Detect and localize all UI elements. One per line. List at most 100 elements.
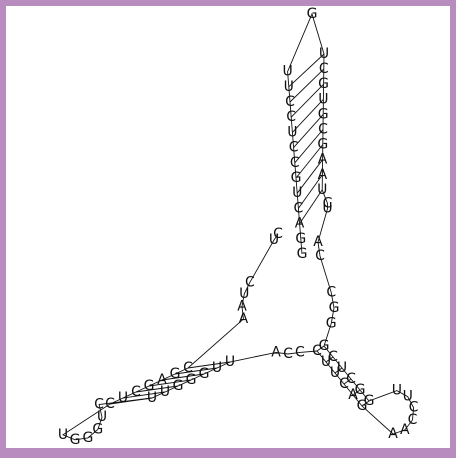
nucleotide: C bbox=[295, 344, 305, 360]
base-pair-bond bbox=[109, 397, 153, 405]
base-pair-bond bbox=[316, 345, 325, 352]
nucleotide: C bbox=[323, 195, 333, 211]
nucleotide: U bbox=[330, 365, 340, 381]
nucleotide: C bbox=[245, 274, 255, 290]
nucleotide: C bbox=[289, 140, 299, 156]
nucleotide: U bbox=[58, 427, 68, 443]
nucleotide: C bbox=[326, 284, 336, 300]
nucleotide: U bbox=[403, 389, 413, 405]
nucleotide: C bbox=[131, 384, 141, 400]
nucleotide: A bbox=[271, 344, 281, 360]
base-pair-bond bbox=[334, 367, 343, 374]
nucleotide: G bbox=[170, 366, 181, 382]
nucleotide: U bbox=[269, 232, 279, 248]
base-pair-bond bbox=[187, 361, 231, 369]
base-pair-bond bbox=[296, 159, 323, 194]
nucleotide: U bbox=[318, 91, 328, 107]
base-pair-bond bbox=[343, 378, 352, 385]
nucleotide: G bbox=[295, 231, 306, 247]
nucleotide: C bbox=[312, 343, 322, 359]
nucleotide: G bbox=[318, 76, 329, 92]
base-pair-bond bbox=[295, 144, 324, 179]
nucleotide: A bbox=[400, 422, 410, 438]
nucleotide: C bbox=[408, 412, 418, 428]
nucleotide: G bbox=[297, 246, 308, 262]
nucleotide: G bbox=[357, 398, 368, 414]
nucleotide: C bbox=[339, 376, 349, 392]
nucleotide: U bbox=[225, 354, 235, 370]
base-pair-bond bbox=[174, 367, 218, 375]
nucleotide: A bbox=[313, 234, 323, 250]
nucleotide: U bbox=[282, 64, 292, 80]
base-pair-bond bbox=[292, 98, 324, 133]
nucleotide: A bbox=[295, 216, 305, 232]
nucleotide: C bbox=[183, 360, 193, 376]
nucleotide: G bbox=[173, 378, 184, 394]
base-pair-bond bbox=[293, 114, 324, 148]
nucleotide: G bbox=[186, 372, 197, 388]
nucleotide: C bbox=[319, 61, 329, 77]
nucleotide: U bbox=[337, 360, 347, 376]
nucleotide: A bbox=[157, 372, 167, 388]
base-pair-bond bbox=[122, 391, 166, 399]
nucleotide: A bbox=[237, 298, 247, 314]
nucleotide: U bbox=[284, 79, 294, 95]
nucleotide: G bbox=[199, 366, 210, 382]
nucleotide: U bbox=[321, 354, 331, 370]
nucleotide: U bbox=[322, 201, 332, 217]
nucleotide: U bbox=[239, 286, 249, 302]
base-pairs bbox=[109, 53, 370, 407]
nucleotide: U bbox=[392, 383, 402, 399]
nucleotide: C bbox=[315, 248, 325, 264]
nucleotide: G bbox=[317, 137, 328, 153]
base-pair-bond bbox=[294, 129, 324, 164]
nucleotide: U bbox=[287, 124, 297, 140]
nucleotide: C bbox=[346, 371, 356, 387]
nucleotide: U bbox=[319, 46, 329, 62]
base-pair-bond bbox=[290, 83, 324, 118]
nucleotide: A bbox=[348, 387, 358, 403]
base-pair-bond bbox=[148, 379, 192, 387]
nucleotide: C bbox=[328, 349, 338, 365]
base-pair-bond bbox=[361, 400, 370, 407]
nucleotide: G bbox=[307, 6, 318, 22]
nucleotide: G bbox=[144, 378, 155, 394]
nucleotide: G bbox=[291, 170, 302, 186]
nucleotide: C bbox=[94, 397, 104, 413]
nucleotide: C bbox=[283, 346, 293, 362]
nucleotide: C bbox=[294, 200, 304, 216]
nucleotide: C bbox=[105, 396, 115, 412]
nucleotide: A bbox=[388, 426, 398, 442]
nucleotide: G bbox=[319, 338, 330, 354]
base-pair-bond bbox=[298, 174, 323, 209]
nucleotide: A bbox=[239, 311, 249, 327]
nucleotide: U bbox=[292, 185, 302, 201]
nucleotide: C bbox=[290, 155, 300, 171]
nucleotide: C bbox=[286, 109, 296, 125]
backbone bbox=[62, 12, 415, 441]
nucleotide: C bbox=[318, 122, 328, 138]
base-pair-bond bbox=[161, 373, 205, 381]
nucleotide: G bbox=[70, 432, 81, 448]
nucleotide: A bbox=[318, 152, 328, 168]
nucleotide: G bbox=[326, 316, 337, 332]
nucleotide: G bbox=[329, 300, 340, 316]
nucleotide: U bbox=[317, 182, 327, 198]
nucleotide: A bbox=[318, 167, 328, 183]
base-pair-bond bbox=[352, 389, 361, 396]
base-pair-bond bbox=[325, 356, 334, 363]
nucleotide: U bbox=[160, 384, 170, 400]
nucleotide: U bbox=[212, 360, 222, 376]
base-pair-bond bbox=[289, 68, 325, 103]
nucleotide: G bbox=[82, 430, 93, 446]
nucleotide: C bbox=[285, 94, 295, 110]
nucleotide: G bbox=[92, 422, 103, 438]
base-pair-bond bbox=[135, 385, 179, 393]
nucleotide: C bbox=[273, 226, 283, 242]
base-pair-bond bbox=[288, 53, 325, 88]
nucleotide: U bbox=[147, 390, 157, 406]
nucleotide: U bbox=[118, 390, 128, 406]
backbone-line bbox=[62, 12, 415, 441]
